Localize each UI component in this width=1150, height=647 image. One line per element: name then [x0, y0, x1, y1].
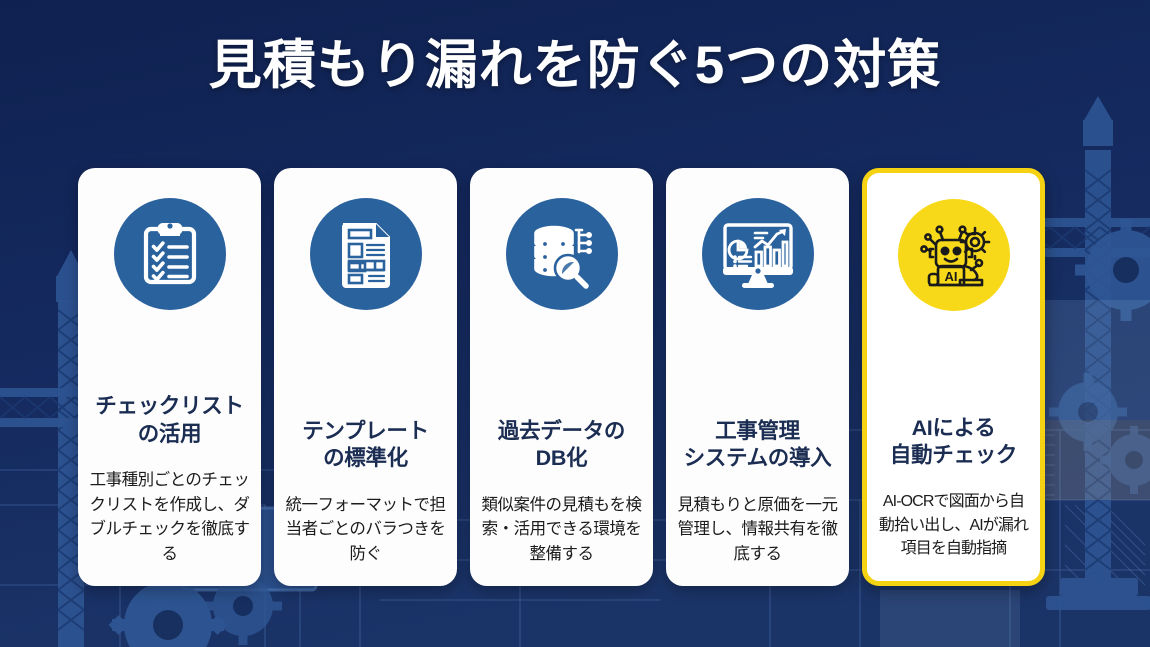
card-body: 工事種別ごとのチェックリストを作成し、ダブルチェックを徹底する — [89, 471, 251, 563]
card-title-line1: 工事管理 — [715, 418, 800, 443]
card-title: チェックリスト の活用 — [95, 393, 244, 448]
page-title: 見積もり漏れを防ぐ5つの対策 — [208, 36, 942, 95]
card-title: AIによる 自動チェック — [889, 415, 1018, 470]
card-body: AI-OCRで図面から自動拾い出し、AIが漏れ項目を自動指摘 — [878, 492, 1029, 558]
card-checklist[interactable]: チェックリスト の活用 工事種別ごとのチェックリストを作成し、ダブルチェックを徹… — [78, 168, 261, 586]
card-title-line2: DB化 — [535, 446, 588, 471]
icon-circle — [505, 198, 618, 310]
card-body: 類似案件の見積もを検索・活用できる環境を整備する — [481, 495, 643, 563]
card-title: 工事管理 システムの導入 — [684, 418, 832, 473]
card-title-line1: チェックリスト — [95, 394, 244, 419]
card-database[interactable]: 過去データの DB化 類似案件の見積もを検索・活用できる環境を整備する — [470, 168, 653, 586]
card-title-line2: の標準化 — [323, 446, 408, 471]
card-title-line2: システムの導入 — [683, 446, 832, 471]
dashboard-monitor-icon — [722, 223, 793, 288]
card-title-line1: 過去データの — [497, 418, 626, 443]
card-ai-auto-check[interactable]: AI AIによる 自動チェック AI-OCRで図面から自動拾い出し、AIが漏れ項… — [862, 168, 1045, 586]
icon-circle: AI — [897, 199, 1010, 311]
icon-circle — [701, 198, 814, 310]
card-body: 見積もりと原価を一元管理し、情報共有を徹底する — [677, 495, 839, 563]
document-template-icon — [341, 223, 390, 288]
ai-robot-icon: AI — [919, 225, 990, 287]
svg-text:AI: AI — [944, 269, 957, 284]
card-title: 過去データの DB化 — [497, 418, 626, 473]
database-search-icon — [531, 223, 592, 289]
card-title-line2: 自動チェック — [889, 443, 1018, 468]
card-body: 統一フォーマットで担当者ごとのバラつきを防ぐ — [285, 495, 447, 563]
icon-circle — [309, 198, 422, 310]
card-title-line1: テンプレート — [302, 418, 429, 443]
card-management-system[interactable]: 工事管理 システムの導入 見積もりと原価を一元管理し、情報共有を徹底する — [666, 168, 849, 586]
card-title-line1: AIによる — [911, 415, 996, 440]
card-title: テンプレート の標準化 — [302, 418, 429, 473]
clipboard-checklist-icon — [143, 223, 196, 285]
icon-circle — [113, 198, 226, 310]
card-template[interactable]: テンプレート の標準化 統一フォーマットで担当者ごとのバラつきを防ぐ — [274, 168, 457, 586]
card-title-line2: の活用 — [137, 421, 202, 446]
measure-card-list: チェックリスト の活用 工事種別ごとのチェックリストを作成し、ダブルチェックを徹… — [78, 168, 1074, 586]
